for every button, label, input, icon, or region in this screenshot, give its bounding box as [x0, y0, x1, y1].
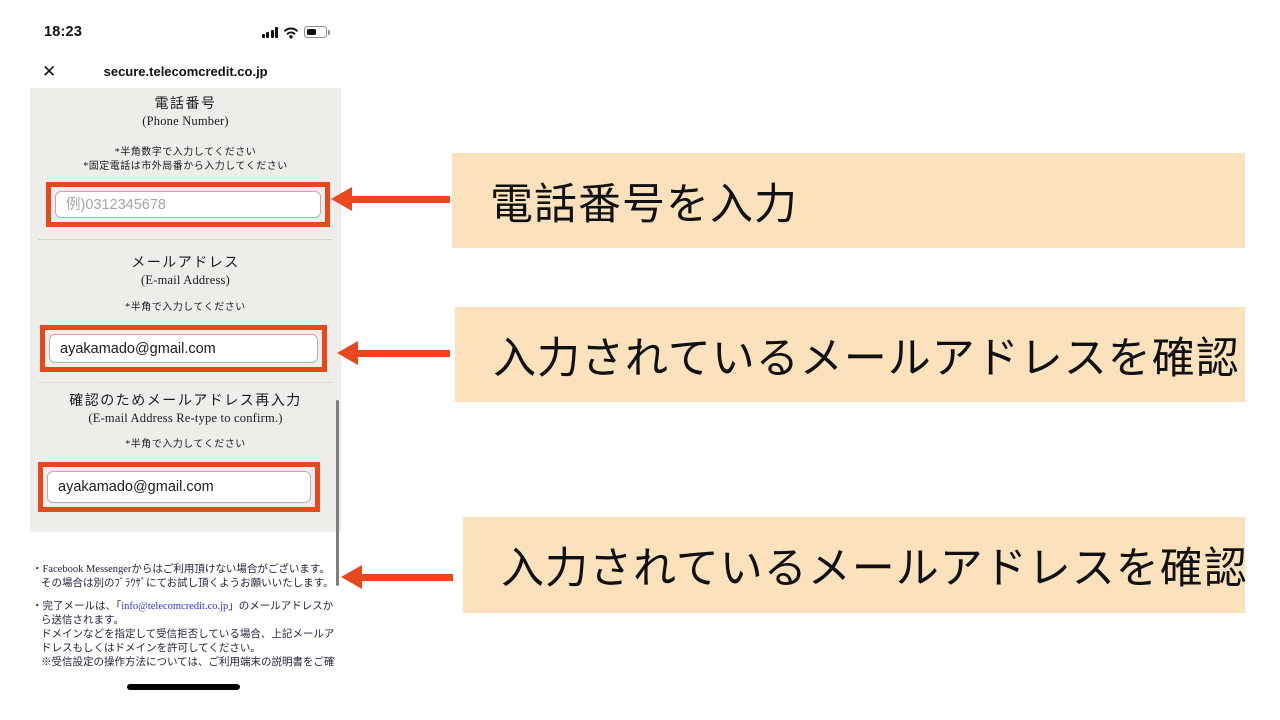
highlight-box-phone: [46, 182, 330, 227]
footnote-mail-line5: ※受信設定の操作方法については、ご利用端末の説明書をご確: [41, 657, 335, 668]
footnote-mail-line3: ドメインなどを指定して受信拒否している場合、上記メールア: [41, 629, 335, 640]
email-confirm-label: 確認のためメールアドレス再入力 (E-mail Address Re-type …: [69, 394, 302, 425]
scrollbar[interactable]: [336, 400, 339, 586]
arrow-left-icon: [337, 341, 450, 365]
footnote-mail-line2: ら送信されます。: [41, 615, 124, 626]
footnote-facebook-line2: その場合は別のﾌﾞﾗｳｻﾞにてお試し頂くようお願いいたします。: [41, 578, 334, 589]
phone-number-label: 電話番号 (Phone Number): [142, 97, 229, 128]
browser-bar: ✕ secure.telecomcredit.co.jp: [30, 58, 341, 84]
section-divider: [38, 382, 333, 383]
home-indicator[interactable]: [127, 684, 240, 690]
mail-address-link[interactable]: info@telecomcredit.co.jp: [121, 601, 229, 612]
annotation-label: 入力されているメールアドレスを確認: [493, 334, 1240, 383]
footnotes: ・Facebook Messengerからはご利用頂けない場合がございます。 そ…: [32, 563, 338, 670]
section-divider: [38, 239, 333, 240]
email-note: *半角で入力してください: [125, 302, 246, 313]
email-label: メールアドレス (E-mail Address): [131, 256, 240, 287]
phone-number-input[interactable]: [55, 191, 321, 218]
arrow-left-icon: [331, 187, 450, 211]
payment-form: 電話番号 (Phone Number) *半角数字で入力してください *固定電話…: [30, 88, 341, 532]
close-icon[interactable]: ✕: [42, 61, 57, 81]
email-input[interactable]: [49, 334, 318, 363]
annotation-phone-number: 電話番号を入力: [452, 153, 1245, 248]
footnote-mail-line1: ・完了メールは、「info@telecomcredit.co.jp」のメールアド…: [32, 601, 334, 612]
annotation-label: 電話番号を入力: [490, 180, 798, 229]
footnote-facebook-line1: ・Facebook Messengerからはご利用頂けない場合がございます。: [32, 564, 330, 575]
url-text: secure.telecomcredit.co.jp: [103, 63, 268, 79]
wifi-icon: [284, 27, 298, 38]
phone-number-notes: *半角数字で入力してください *固定電話は市外局番から入力してください: [83, 147, 288, 172]
battery-icon: [304, 26, 330, 38]
annotation-label: 入力されているメールアドレスを確認: [501, 545, 1248, 593]
arrow-left-icon: [341, 565, 453, 589]
highlight-box-email-confirm: [38, 462, 320, 512]
annotation-email-confirm-check: 入力されているメールアドレスを確認: [463, 517, 1248, 613]
status-time: 18:23: [44, 24, 83, 40]
email-confirm-input[interactable]: [47, 471, 311, 503]
status-bar: 18:23: [30, 22, 341, 42]
phone-screenshot: 18:23 ✕ secure.telecomcredit.co.jp 電話番号 …: [30, 0, 341, 720]
annotation-email-check: 入力されているメールアドレスを確認: [455, 307, 1245, 402]
email-confirm-note: *半角で入力してください: [125, 439, 246, 450]
cellular-signal-icon: [261, 27, 278, 38]
status-icons: [261, 26, 330, 39]
highlight-box-email: [40, 325, 327, 372]
footnote-mail-line4: ドレスもしくはドメインを許可してください。: [41, 643, 261, 654]
